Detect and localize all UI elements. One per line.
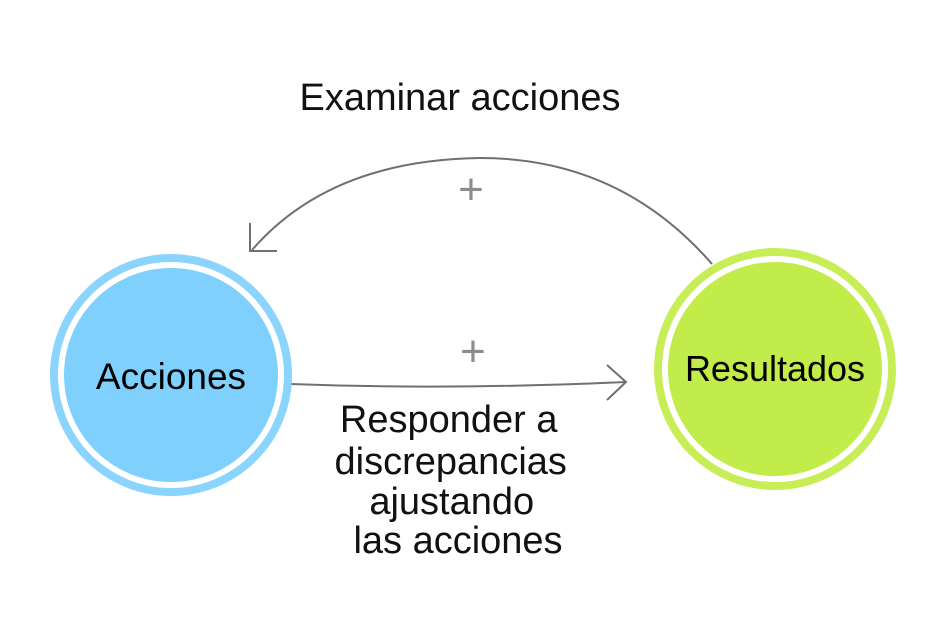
node-resultados: Resultados (654, 248, 896, 490)
action-arrow-head (606, 364, 628, 401)
top-label: Examinar acciones (299, 77, 620, 119)
node-resultados-fill (668, 262, 882, 476)
node-acciones-label: Acciones (96, 356, 246, 397)
feedback-arrow-head (249, 223, 277, 252)
bottom-label-line-1: Responder a (340, 399, 558, 441)
node-acciones: Acciones (50, 254, 292, 496)
bottom-label-line-3: ajustando (369, 481, 534, 523)
top-plus-sign: + (458, 165, 484, 214)
node-acciones-fill (64, 268, 278, 482)
bottom-label-line-2: discrepancias (335, 441, 567, 483)
action-arrow-line (289, 381, 627, 388)
bottom-label: Responder a discrepancias ajustando las … (335, 399, 578, 562)
feedback-arrow-arc (251, 156, 713, 265)
bottom-label-line-4: las acciones (353, 520, 562, 562)
node-resultados-label: Resultados (685, 348, 865, 389)
bottom-plus-sign: + (460, 327, 486, 376)
